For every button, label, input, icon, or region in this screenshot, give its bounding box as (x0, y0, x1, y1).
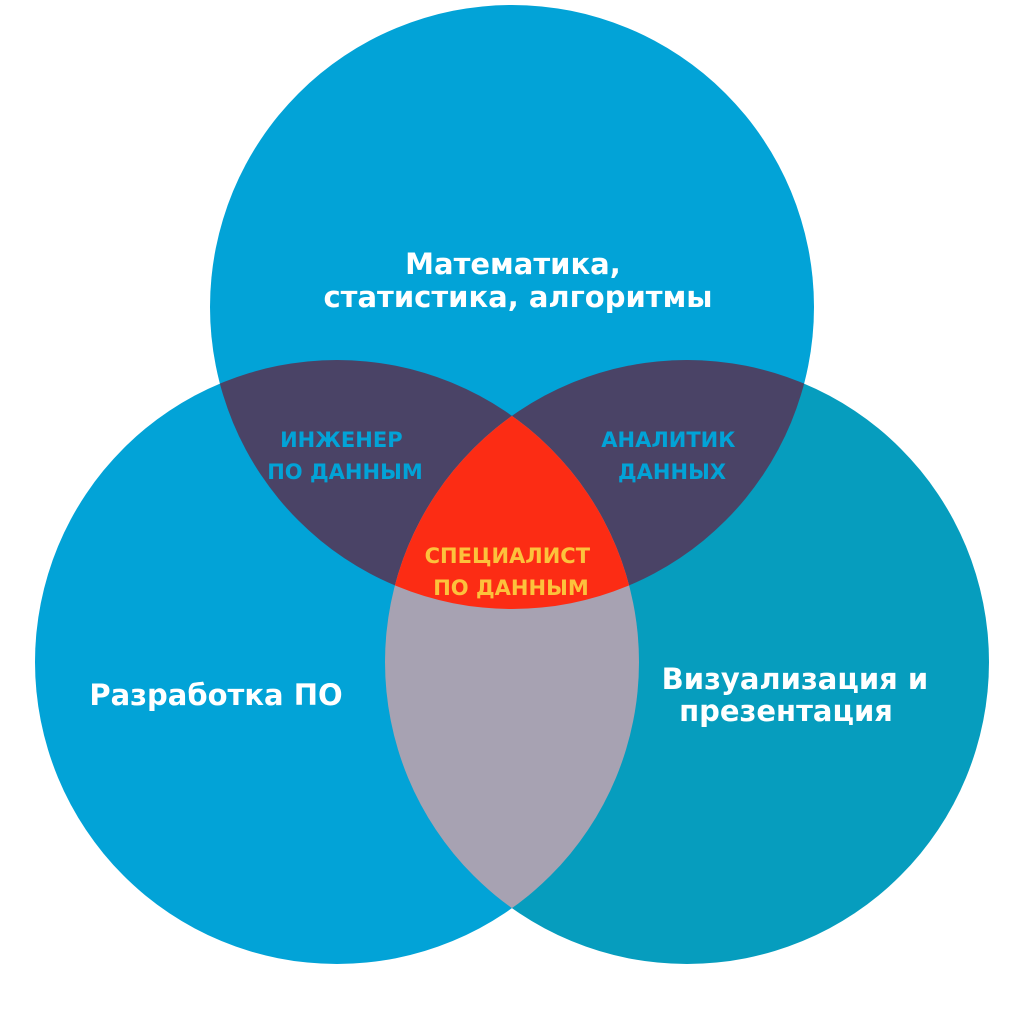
label-visualization-line-2: презентация (679, 694, 893, 728)
label-visualization-presentation: Визуализация и презентация (662, 662, 939, 728)
label-data-scientist-line-1: СПЕЦИАЛИСТ (425, 544, 591, 568)
label-visualization-line-1: Визуализация и (662, 662, 929, 696)
label-math-statistics-algorithms: Математика, статистика, алгоритмы (323, 247, 712, 314)
label-data-scientist-line-2: ПО ДАННЫМ (433, 576, 589, 600)
label-data-scientist: СПЕЦИАЛИСТ ПО ДАННЫМ (425, 544, 598, 600)
label-math-line-1: Математика, (405, 247, 621, 281)
label-data-engineer-line-2: ПО ДАННЫМ (267, 460, 423, 484)
label-software-development: Разработка ПО (89, 678, 342, 712)
overlap-center (385, 360, 639, 609)
label-data-analyst-line-1: АНАЛИТИК (601, 428, 735, 452)
label-math-line-2: статистика, алгоритмы (323, 280, 712, 314)
label-data-engineer: ИНЖЕНЕР ПО ДАННЫМ (267, 428, 423, 484)
label-data-engineer-line-1: ИНЖЕНЕР (280, 428, 403, 452)
label-software-line-1: Разработка ПО (89, 678, 342, 712)
label-data-analyst: АНАЛИТИК ДАННЫХ (601, 428, 742, 484)
label-data-analyst-line-2: ДАННЫХ (618, 460, 726, 484)
